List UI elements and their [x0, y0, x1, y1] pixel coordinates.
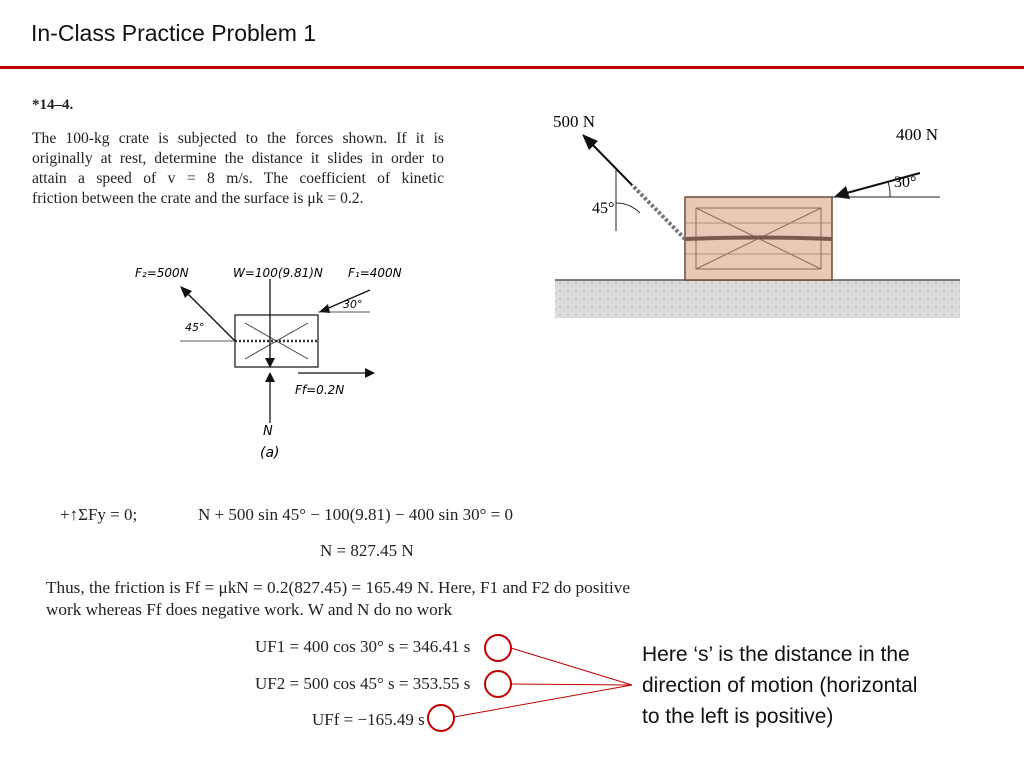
fbd-f2-arrow [184, 290, 236, 342]
statement-line: attain a speed of v = 8 m/s. The coeffic… [32, 170, 444, 187]
statement-line: friction between the crate and the surfa… [32, 190, 364, 207]
fbd-f1-arrow [323, 289, 371, 311]
arrowhead-icon [265, 358, 275, 368]
arrowhead-icon [319, 304, 330, 313]
work-expression: = 500 cos 45° s = 353.55 s [289, 674, 471, 693]
arrowhead-icon [365, 368, 375, 378]
statement-line: The 100-kg crate is subjected to the for… [32, 130, 444, 147]
free-body-diagram: F₂=500N W=100(9.81)N F₁=400N 45° 30° Ff=… [135, 266, 402, 461]
sum-forces-expression: N + 500 sin 45° − 100(9.81) − 400 sin 30… [198, 505, 513, 524]
angle-arc-icon [615, 202, 641, 214]
angle-arc-icon [887, 181, 891, 198]
fbd-weight-label: W=100(9.81)N [233, 266, 323, 280]
work-expression: = −165.49 s [343, 710, 425, 729]
friction-paragraph: Thus, the friction is Ff = μkN = 0.2(827… [46, 577, 706, 621]
highlight-circle-icon [427, 704, 455, 732]
note-line: to the left is positive) [642, 705, 834, 728]
force-label-left: 500 N [553, 112, 595, 131]
paragraph-line: work whereas Ff does negative work. W an… [46, 600, 453, 619]
fbd-angle-right: 30° [343, 298, 363, 311]
work-term-f1: UF1 = 400 cos 30° s = 346.41 s [255, 637, 470, 657]
note-line: Here ‘s’ is the distance in the [642, 643, 910, 666]
work-label: UFf [312, 710, 340, 729]
callout-line [453, 684, 633, 718]
arrowhead-icon [180, 286, 192, 298]
force-400-arrow [842, 172, 921, 195]
distance-note: Here ‘s’ is the distance in the directio… [642, 639, 982, 732]
normal-force-result: N = 827.45 N [320, 541, 414, 560]
title-divider [0, 66, 1024, 69]
paragraph-line: Thus, the friction is Ff = μkN = 0.2(827… [46, 578, 630, 597]
callout-line [510, 683, 633, 686]
angle-label-right: 30° [894, 174, 916, 191]
note-line: direction of motion (horizontal [642, 674, 918, 697]
work-term-f2: UF2 = 500 cos 45° s = 353.55 s [255, 674, 470, 694]
slide-title: In-Class Practice Problem 1 [31, 20, 317, 46]
sum-forces-label: +↑ΣFy = 0; [60, 505, 138, 524]
problem-statement: The 100-kg crate is subjected to the for… [32, 129, 444, 209]
force-500-arrow [587, 139, 633, 186]
fbd-f2-label: F₂=500N [135, 266, 189, 280]
statement-line: originally at rest, determine the distan… [32, 150, 444, 167]
fbd-friction-label: Ff=0.2N [295, 383, 344, 397]
highlight-circle-icon [484, 634, 512, 662]
problem-number: *14–4. [32, 97, 74, 113]
arrowhead-icon [582, 134, 598, 150]
fbd-f1-label: F₁=400N [348, 266, 402, 280]
callout-line [510, 647, 633, 686]
ground [555, 280, 960, 318]
arrowhead-icon [834, 186, 850, 199]
force-label-right: 400 N [896, 125, 938, 144]
fbd-angle-left: 45° [185, 321, 205, 334]
rope [630, 183, 687, 241]
work-label: UF2 [255, 674, 286, 693]
work-expression: = 400 cos 30° s = 346.41 s [289, 637, 471, 656]
arrowhead-icon [265, 372, 275, 382]
highlight-circle-icon [484, 670, 512, 698]
fbd-normal-label: N [263, 424, 273, 439]
rope-band [684, 235, 833, 241]
fbd-caption: (a) [260, 445, 280, 461]
work-term-ff: UFf = −165.49 s [312, 710, 425, 730]
angle-label-left: 45° [592, 200, 614, 217]
crate-figure: 45° 500 N 30° 400 N [553, 112, 960, 318]
work-label: UF1 [255, 637, 286, 656]
